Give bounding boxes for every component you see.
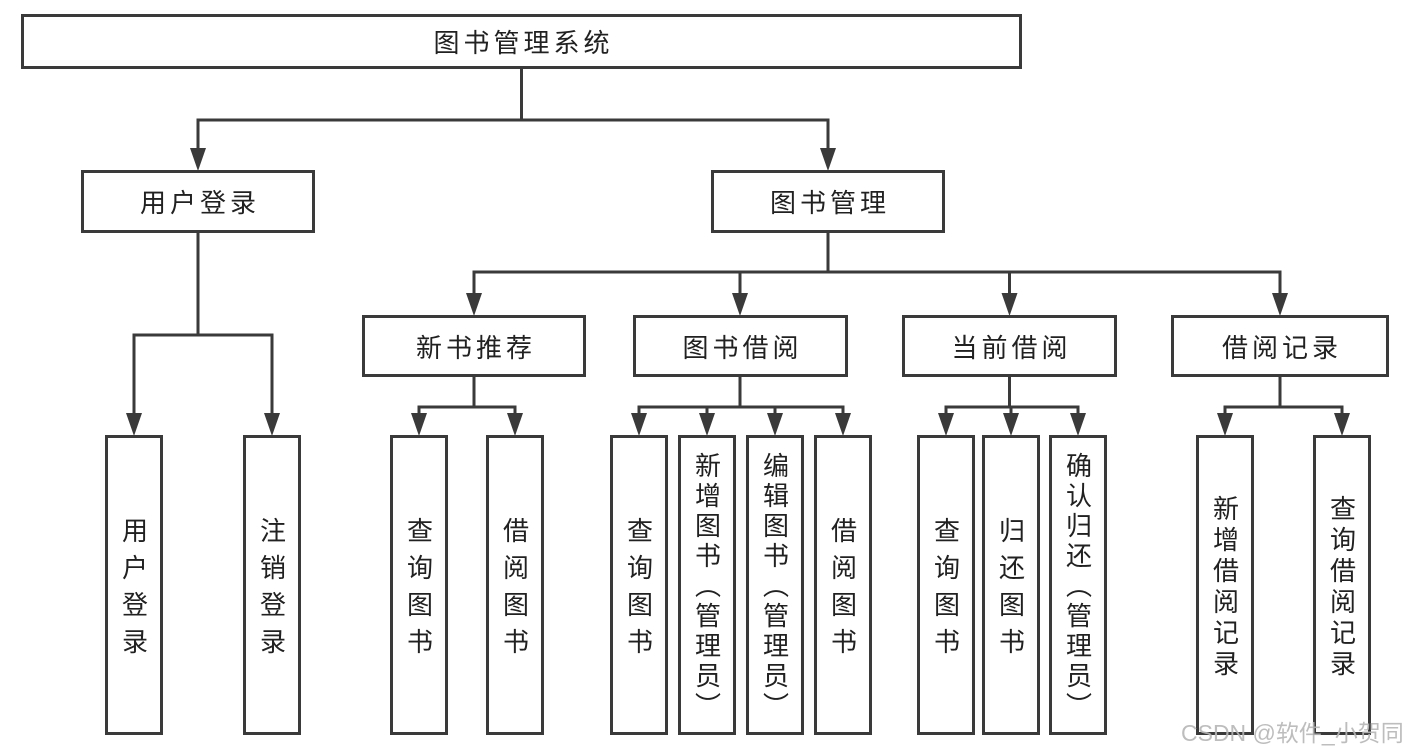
arrowhead bbox=[1334, 413, 1350, 436]
node-borrow-records: 借阅记录 bbox=[1171, 315, 1389, 377]
arrowhead bbox=[126, 413, 142, 436]
arrowhead bbox=[1001, 293, 1018, 316]
node-label: 归还图书 bbox=[995, 516, 1026, 665]
arrowhead bbox=[466, 293, 482, 316]
node-label: 新书推荐 bbox=[415, 332, 536, 363]
node-root: 图书管理系统 bbox=[21, 14, 1022, 69]
node-label: 新增借阅记录 bbox=[1209, 494, 1240, 681]
node-label: 查询图书 bbox=[930, 516, 961, 665]
node-label: 用户登录 bbox=[118, 516, 149, 665]
arrowhead bbox=[264, 413, 280, 436]
node-label: 确认归还（管理员） bbox=[1062, 452, 1093, 722]
node-book-management: 图书管理 bbox=[711, 170, 945, 233]
node-label: 注销登录 bbox=[256, 516, 287, 665]
arrowhead bbox=[699, 413, 715, 436]
leaf-query-borrow-record: 查询借阅记录 bbox=[1313, 435, 1371, 735]
leaf-user-login: 用户登录 bbox=[105, 435, 163, 735]
leaf-borrow-books-recommend: 借阅图书 bbox=[486, 435, 544, 735]
connector-new-book-to-leaves bbox=[411, 376, 523, 436]
node-label: 借阅图书 bbox=[499, 516, 530, 665]
node-label: 查询借阅记录 bbox=[1326, 494, 1357, 681]
connector-root-to-level2 bbox=[190, 68, 836, 171]
leaf-return-books: 归还图书 bbox=[982, 435, 1040, 735]
arrowhead bbox=[411, 413, 427, 436]
node-new-book-recommend: 新书推荐 bbox=[362, 315, 586, 377]
csdn-watermark: CSDN @软件_小贺同学 bbox=[1181, 720, 1405, 746]
leaf-borrow-books: 借阅图书 bbox=[814, 435, 872, 735]
arrowhead bbox=[835, 413, 851, 436]
node-user-login: 用户登录 bbox=[81, 170, 315, 233]
node-label: 当前借阅 bbox=[951, 332, 1072, 363]
leaf-add-book-admin: 新增图书（管理员） bbox=[678, 435, 736, 735]
connector-book-management-to-level3 bbox=[466, 232, 1288, 316]
node-label: 借阅记录 bbox=[1221, 332, 1342, 363]
arrowhead bbox=[1272, 293, 1288, 316]
arrowhead bbox=[1070, 413, 1086, 436]
leaf-query-books-recommend: 查询图书 bbox=[390, 435, 448, 735]
connector-current-borrow-to-leaves bbox=[938, 376, 1086, 436]
arrowhead bbox=[190, 148, 206, 171]
arrowhead bbox=[1217, 413, 1233, 436]
node-label: 查询图书 bbox=[403, 516, 434, 665]
arrowhead bbox=[1003, 413, 1019, 436]
connector-book-borrow-to-leaves bbox=[631, 376, 851, 436]
connector-borrow-records-to-leaves bbox=[1217, 376, 1350, 436]
arrowhead bbox=[767, 413, 783, 436]
arrowhead bbox=[631, 413, 647, 436]
leaf-logout: 注销登录 bbox=[243, 435, 301, 735]
node-label: 新增图书（管理员） bbox=[691, 452, 722, 722]
leaf-query-books-current: 查询图书 bbox=[917, 435, 975, 735]
node-label: 编辑图书（管理员） bbox=[759, 452, 790, 722]
node-label: 图书借阅 bbox=[682, 332, 803, 363]
connector-user-login-to-leaves bbox=[126, 232, 280, 436]
node-label: 图书管理系统 bbox=[433, 28, 614, 58]
node-current-borrow: 当前借阅 bbox=[902, 315, 1117, 377]
arrowhead bbox=[938, 413, 954, 436]
leaf-confirm-return-admin: 确认归还（管理员） bbox=[1049, 435, 1107, 735]
leaf-query-books-borrow: 查询图书 bbox=[610, 435, 668, 735]
arrowhead bbox=[507, 413, 523, 436]
arrowhead bbox=[820, 148, 836, 171]
node-label: 借阅图书 bbox=[827, 516, 858, 665]
node-label: 用户登录 bbox=[139, 188, 260, 218]
node-book-borrow: 图书借阅 bbox=[633, 315, 848, 377]
node-label: 图书管理 bbox=[769, 188, 890, 218]
arrowhead bbox=[732, 293, 748, 316]
node-label: 查询图书 bbox=[623, 516, 654, 665]
leaf-add-borrow-record: 新增借阅记录 bbox=[1196, 435, 1254, 735]
leaf-edit-book-admin: 编辑图书（管理员） bbox=[746, 435, 804, 735]
